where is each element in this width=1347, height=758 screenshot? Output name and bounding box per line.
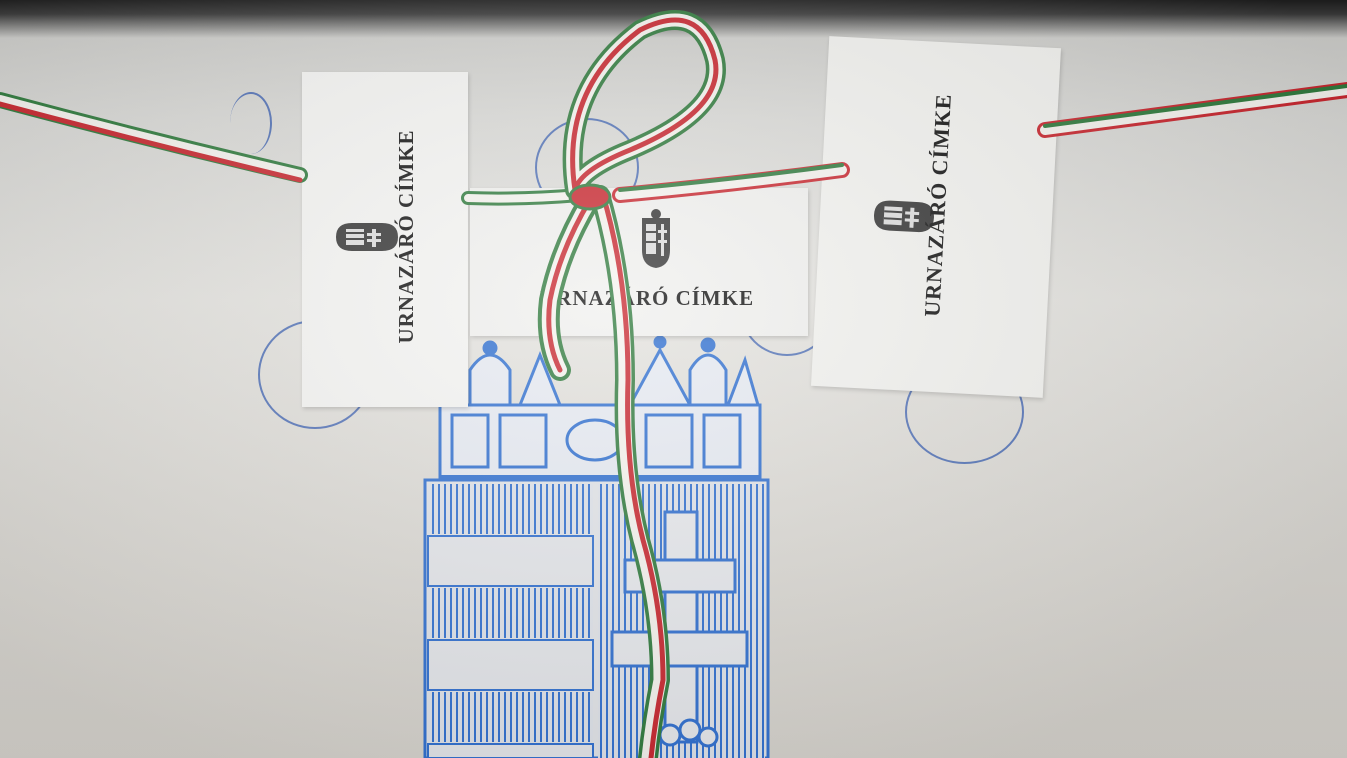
seal-label-left: URNAZÁRÓ CÍMKE xyxy=(302,72,468,407)
hungarian-coat-of-arms-icon xyxy=(642,209,670,268)
official-stamp-icon xyxy=(230,92,272,154)
seal-label-center: URNAZÁRÓ CÍMKE xyxy=(470,188,808,336)
hungarian-coat-of-arms-icon xyxy=(336,223,398,251)
seal-label-right: URNAZÁRÓ CÍMKE xyxy=(811,36,1061,398)
label-text-center: URNAZÁRÓ CÍMKE xyxy=(540,286,755,310)
hungarian-coat-of-arms-icon xyxy=(874,200,934,233)
